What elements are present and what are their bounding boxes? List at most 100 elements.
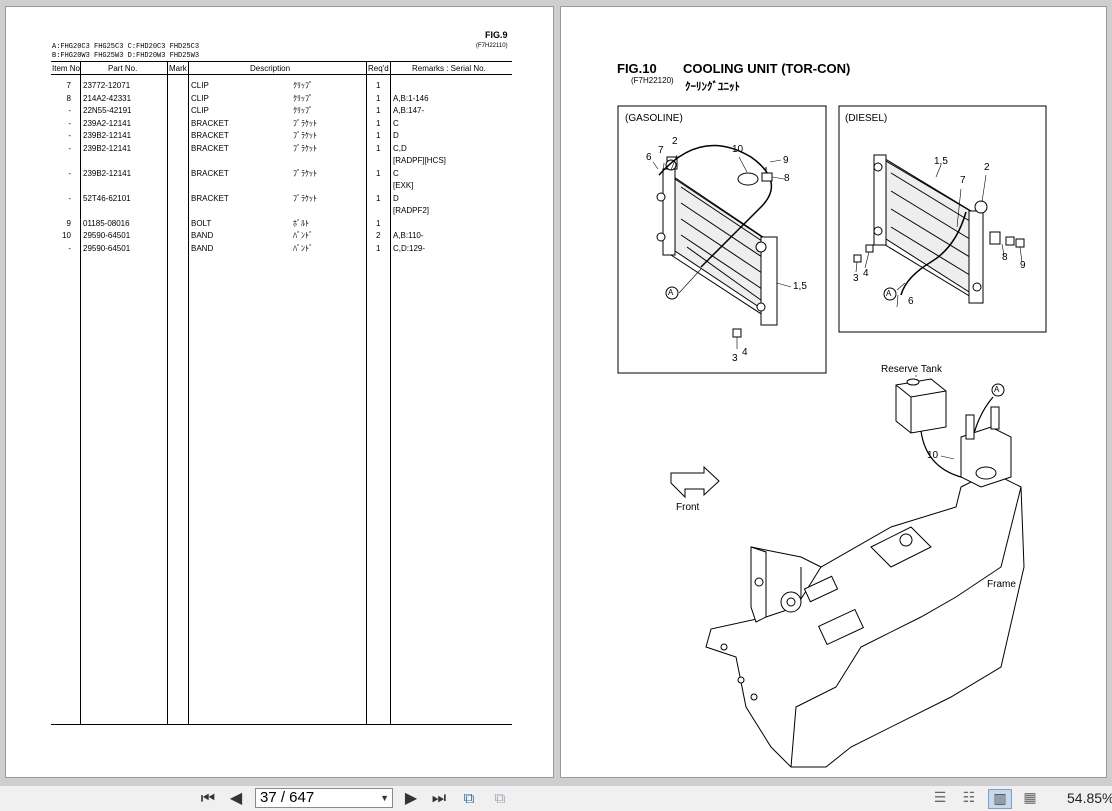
item-number: - — [68, 131, 71, 140]
description: BOLT — [191, 218, 212, 228]
description-jp: ﾌﾞﾗｹｯﾄ — [293, 118, 317, 128]
col-divider — [366, 61, 367, 725]
callout: 1,5 — [934, 156, 948, 167]
callout: A — [994, 385, 1000, 394]
fig-title: COOLING UNIT (TOR-CON) — [683, 61, 851, 76]
reserve-tank — [895, 378, 947, 434]
frame — [705, 406, 1025, 768]
fig-code: (F7H22120) — [631, 76, 674, 85]
item-number: - — [68, 106, 71, 115]
page-number-input[interactable]: 37 / 647 ▼ — [255, 788, 393, 808]
reserve-tank-label: Reserve Tank — [881, 364, 942, 375]
first-page-icon[interactable]: ⏮ — [200, 788, 216, 807]
col-header-description: Description — [250, 64, 291, 73]
remarks: A,B:147- — [393, 106, 425, 115]
col-divider — [167, 61, 168, 725]
description-jp: ﾌﾞﾗｹｯﾄ — [293, 168, 317, 178]
fig-label: FIG.9 — [485, 30, 508, 40]
quantity: 1 — [376, 168, 381, 178]
description-jp: ｸﾘｯﾌﾟ — [293, 106, 313, 115]
part-number: 52T46-62101 — [83, 193, 131, 203]
fig-code: (F7H22110) — [476, 43, 508, 49]
two-page-continuous-view-icon[interactable]: ▦ — [1023, 790, 1037, 806]
callout: 7 — [658, 145, 664, 156]
single-page-view-icon[interactable]: ☰ — [933, 790, 947, 806]
frame-label: Frame — [987, 579, 1016, 590]
last-page-icon[interactable]: ⏭ — [431, 788, 447, 807]
col-divider — [188, 61, 189, 725]
description-jp: ﾊﾞﾝﾄﾞ — [293, 243, 313, 253]
prev-page-icon[interactable]: ◀ — [229, 788, 243, 807]
diesel-radiator — [873, 154, 988, 304]
col-header-reqd: Req'd — [368, 64, 389, 73]
quantity: 1 — [376, 218, 381, 228]
gasoline-radiator — [656, 156, 778, 326]
col-header-mark: Mark — [169, 64, 187, 73]
description: CLIP — [191, 106, 209, 115]
diesel-label: (DIESEL) — [845, 113, 888, 124]
models-line-1: A:FHG20C3 FHG25C3 C:FHD20C3 FHD25C3 — [52, 43, 200, 51]
item-number: 7 — [66, 81, 71, 90]
callout: 2 — [984, 162, 990, 173]
callout: 9 — [783, 155, 789, 166]
callout: 6 — [646, 152, 652, 163]
gasoline-band — [737, 172, 759, 186]
table-top-rule — [51, 61, 512, 62]
callout: 8 — [784, 173, 790, 184]
front-label: Front — [676, 502, 700, 513]
description: BAND — [191, 231, 214, 240]
item-number: - — [68, 193, 71, 203]
quantity: 1 — [376, 143, 381, 153]
right-page: FIG.10 COOLING UNIT (TOR-CON) (F7H22120)… — [561, 7, 1106, 777]
callout: 9 — [1020, 260, 1026, 271]
part-number: 23772-12071 — [83, 81, 131, 90]
item-number: - — [68, 143, 71, 153]
col-divider — [80, 61, 81, 725]
continuous-view-icon[interactable]: ☷ — [962, 790, 976, 806]
item-number: - — [68, 168, 71, 178]
item-number: - — [68, 118, 71, 128]
col-divider — [390, 61, 391, 725]
table-bottom-rule — [51, 724, 512, 725]
part-number: 239B2-12141 — [83, 168, 132, 178]
chevron-down-icon[interactable]: ▼ — [380, 793, 389, 803]
callout: 2 — [672, 136, 678, 147]
part-number: 214A2-42331 — [83, 93, 132, 103]
callout: A — [668, 288, 674, 297]
description: CLIP — [191, 81, 209, 90]
description: BRACKET — [191, 143, 229, 153]
remarks-extra: [EXK] — [393, 180, 414, 190]
remarks: D — [393, 131, 399, 140]
description: BRACKET — [191, 131, 229, 140]
col-header-item: Item No — [52, 64, 81, 73]
diesel-callout-A — [883, 287, 897, 301]
front-arrow — [670, 465, 720, 499]
quantity: 1 — [376, 81, 381, 90]
part-number: 239B2-12141 — [83, 143, 132, 153]
fig-label: FIG.10 — [617, 61, 657, 76]
description: BRACKET — [191, 193, 229, 203]
description: BAND — [191, 243, 214, 253]
fig-title-jp: ｸｰﾘﾝｸﾞﾕﾆｯﾄ — [685, 81, 740, 93]
next-view-icon[interactable]: ⧉ — [494, 789, 506, 807]
col-header-part: Part No. — [108, 64, 138, 73]
callout: 10 — [927, 450, 939, 461]
callout: 10 — [732, 144, 744, 155]
zoom-level[interactable]: 54.85% — [1067, 790, 1112, 806]
callout: 3 — [732, 353, 738, 364]
description-jp: ﾎﾞﾙﾄ — [293, 218, 309, 228]
remarks: A,B:110- — [393, 231, 424, 240]
remarks: D — [393, 193, 399, 203]
quantity: 1 — [376, 106, 381, 115]
next-page-icon[interactable]: ▶ — [404, 788, 418, 807]
callout: 7 — [960, 175, 966, 186]
two-page-view-icon[interactable]: ▥ — [988, 789, 1012, 809]
callout: 8 — [1002, 252, 1008, 263]
part-number: 22N55-42191 — [83, 106, 132, 115]
part-number: 29590-64501 — [83, 243, 131, 253]
header-rule — [51, 74, 512, 75]
description-jp: ﾌﾞﾗｹｯﾄ — [293, 193, 317, 203]
previous-view-icon[interactable]: ⧉ — [463, 789, 475, 807]
callout: 3 — [853, 273, 859, 284]
models-line-2: B:FHG20W3 FHG25W3 D:FHD20W3 FHD25W3 — [52, 52, 200, 60]
